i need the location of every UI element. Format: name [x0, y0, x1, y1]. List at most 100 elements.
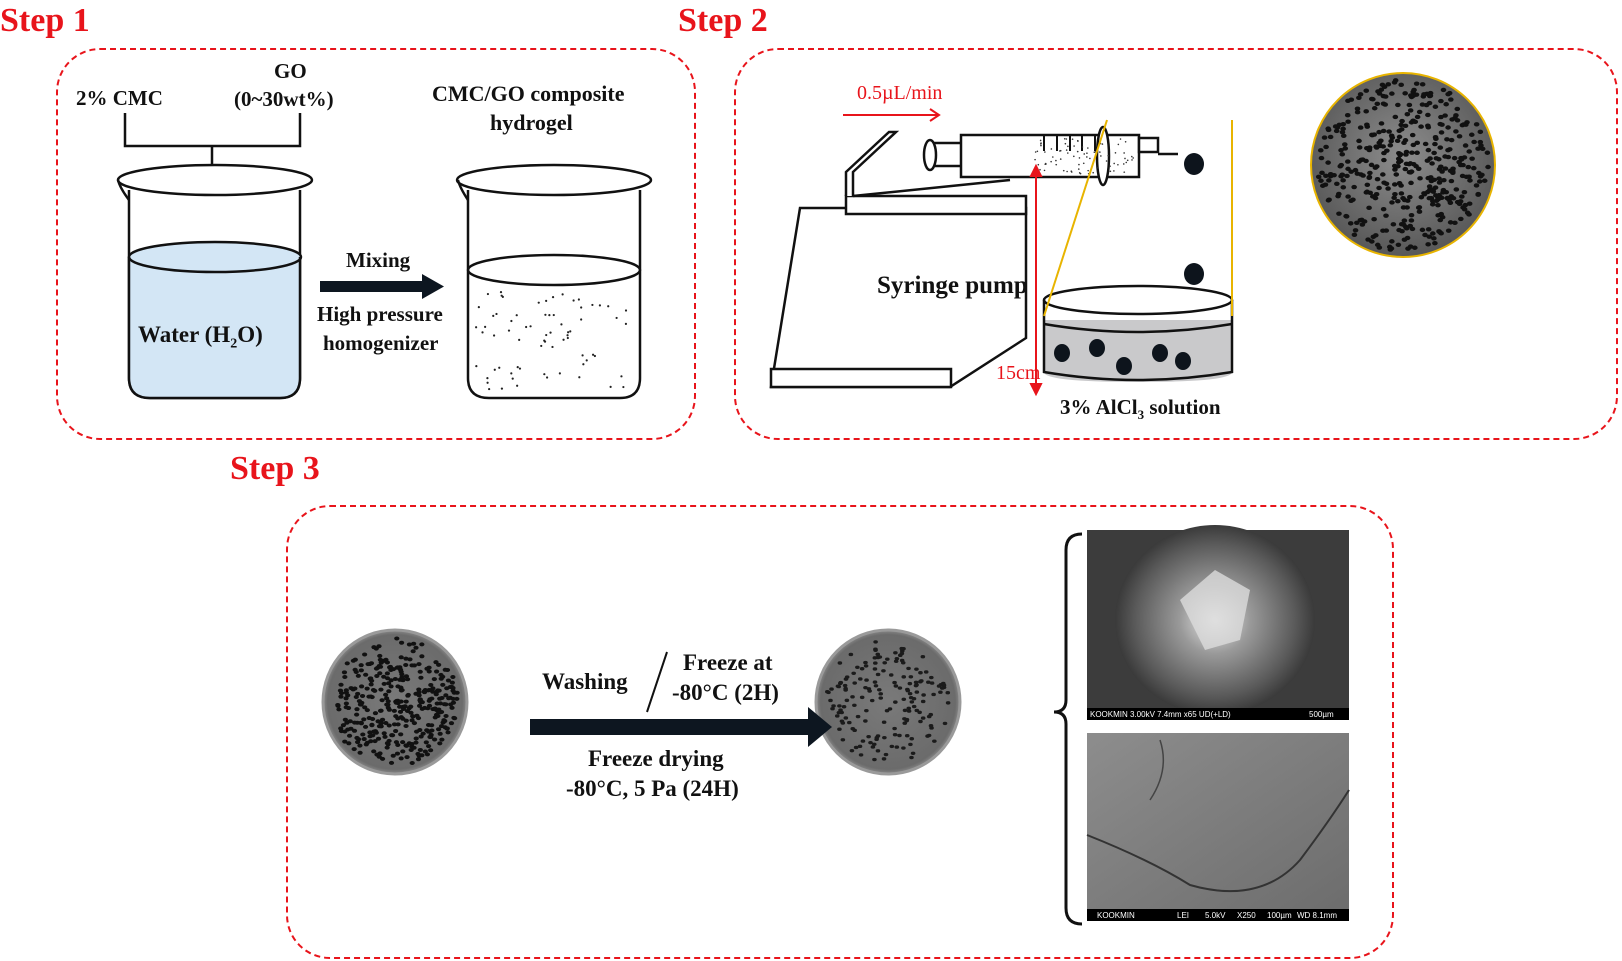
bead: [364, 686, 370, 691]
bead: [373, 666, 380, 671]
bead: [910, 751, 916, 755]
bead: [1461, 155, 1468, 160]
bead: [393, 740, 400, 745]
bead: [1431, 150, 1437, 156]
bead: [1381, 150, 1387, 156]
bead: [1408, 169, 1415, 174]
bead: [448, 702, 454, 707]
go-particle: [486, 377, 489, 380]
fluid-particle: [1117, 143, 1120, 146]
fluid-particle: [1113, 162, 1115, 165]
bead: [410, 649, 416, 654]
bead: [386, 681, 392, 686]
bead: [893, 651, 898, 655]
bead: [932, 739, 937, 743]
step2-panel: [734, 48, 1618, 440]
bead: [393, 714, 399, 719]
bead: [848, 652, 854, 657]
bead: [381, 731, 387, 736]
bead: [851, 671, 856, 675]
bead: [1402, 166, 1409, 172]
bead: [336, 707, 342, 712]
bead: [920, 655, 926, 659]
bead: [416, 693, 422, 698]
water-text: Water (H: [138, 322, 231, 347]
bead: [1323, 173, 1329, 178]
bead: [369, 717, 376, 722]
bead: [945, 691, 951, 695]
flow-arrow: [843, 108, 941, 122]
bead: [1473, 183, 1480, 188]
bead: [1449, 117, 1455, 122]
go-particle: [495, 312, 498, 316]
bead: [1380, 128, 1387, 134]
go-particle: [544, 313, 547, 316]
bead: [1419, 82, 1426, 87]
bead: [359, 693, 366, 698]
wet-beads: [335, 636, 460, 766]
bead: [857, 677, 863, 681]
bead: [1371, 217, 1377, 222]
bead: [1359, 222, 1366, 227]
bead: [888, 673, 894, 677]
bead: [1356, 145, 1363, 150]
go-particle: [566, 334, 569, 337]
bead: [1380, 228, 1386, 233]
bead: [1410, 142, 1417, 148]
bead: [1413, 81, 1420, 86]
flow-rate-label: 0.5µL/min: [857, 82, 943, 104]
bead: [907, 691, 913, 696]
bead: [338, 694, 344, 699]
go-particle: [484, 325, 487, 328]
bead: [875, 655, 881, 660]
bead: [902, 708, 908, 713]
bead: [452, 716, 458, 721]
bead: [899, 651, 905, 656]
go-particle: [582, 363, 585, 366]
bead: [338, 682, 344, 687]
bead: [883, 752, 889, 757]
bead: [1340, 178, 1346, 183]
bead: [1426, 234, 1433, 239]
bead: [390, 667, 397, 672]
bead: [1425, 227, 1432, 232]
bead: [909, 700, 915, 704]
bead: [1416, 205, 1423, 210]
bead: [1439, 169, 1445, 174]
bead: [409, 741, 415, 746]
bead: [1363, 109, 1369, 114]
bead: [1436, 176, 1442, 181]
bead: [1376, 245, 1383, 250]
bead: [1368, 162, 1375, 168]
bead: [1438, 231, 1444, 236]
bead: [940, 681, 946, 686]
droplet: [1184, 153, 1204, 175]
bead: [1340, 126, 1346, 132]
bead: [403, 743, 410, 748]
bead: [829, 687, 834, 691]
bead: [1402, 138, 1409, 143]
bead: [881, 669, 886, 673]
fluid-particle: [1064, 142, 1067, 145]
bead: [867, 689, 872, 693]
bead: [444, 726, 450, 731]
bead: [1407, 244, 1414, 249]
bead: [1345, 194, 1351, 199]
bead: [869, 698, 875, 703]
bead: [1326, 178, 1332, 183]
bead: [881, 720, 887, 724]
bead: [1467, 178, 1473, 183]
fluid-particle: [1077, 140, 1079, 142]
bead: [925, 734, 930, 738]
bead: [1323, 144, 1329, 150]
bead: [411, 641, 417, 646]
bead: [1402, 91, 1408, 96]
bead: [1344, 173, 1350, 179]
fluid-particle: [1073, 155, 1075, 158]
bead: [384, 671, 390, 676]
bead: [1364, 182, 1371, 187]
bead: [1354, 171, 1361, 176]
bead: [1477, 174, 1484, 179]
bead: [1445, 125, 1451, 130]
